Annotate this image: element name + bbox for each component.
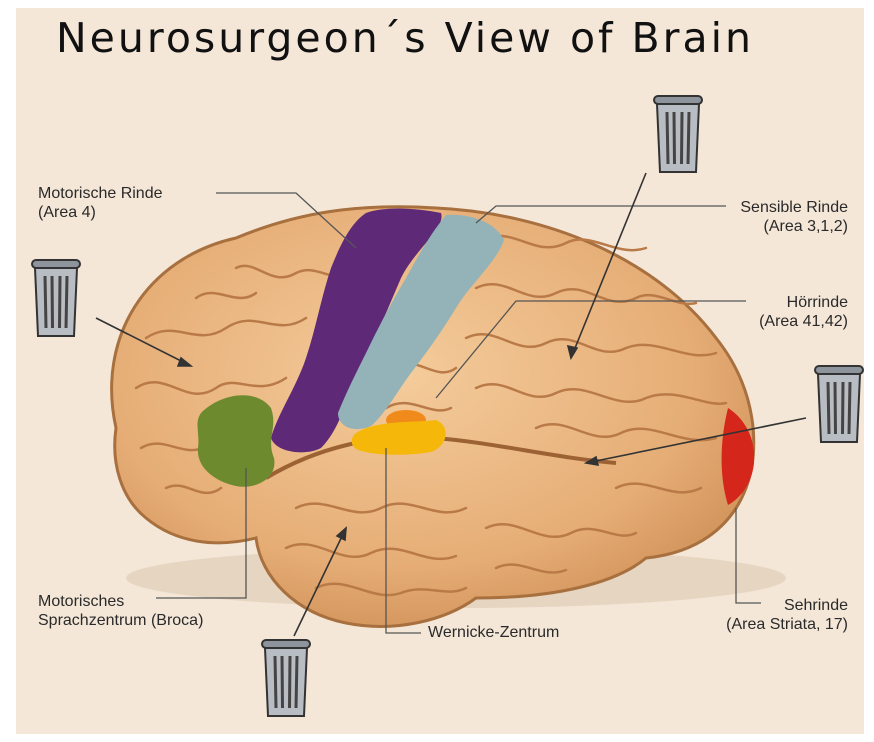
label-visual-cortex-line1: Sehrinde	[726, 596, 848, 615]
label-sensory-cortex-line1: Sensible Rinde	[740, 198, 848, 217]
label-sensory-cortex: Sensible Rinde (Area 3,1,2)	[740, 198, 848, 236]
label-motor-cortex-line1: Motorische Rinde	[38, 184, 163, 203]
label-auditory-cortex: Hörrinde (Area 41,42)	[759, 293, 848, 331]
label-visual-cortex: Sehrinde (Area Striata, 17)	[726, 596, 848, 634]
label-broca-line1: Motorisches	[38, 592, 203, 611]
label-broca-line2: Sprachzentrum (Broca)	[38, 611, 203, 630]
label-motor-cortex-line2: (Area 4)	[38, 203, 163, 222]
broca-area-region	[197, 395, 274, 486]
label-wernicke: Wernicke-Zentrum	[428, 623, 559, 642]
label-motor-cortex: Motorische Rinde (Area 4)	[38, 184, 163, 222]
trash-can-icon	[654, 96, 702, 172]
label-wernicke-line1: Wernicke-Zentrum	[428, 623, 559, 642]
label-auditory-cortex-line1: Hörrinde	[759, 293, 848, 312]
trash-can-icon	[815, 366, 863, 442]
trash-can-icon	[32, 260, 80, 336]
diagram-frame: Neurosurgeon´s View of Brain	[16, 8, 864, 734]
trash-can-icon	[262, 640, 310, 716]
label-broca: Motorisches Sprachzentrum (Broca)	[38, 592, 203, 630]
label-sensory-cortex-line2: (Area 3,1,2)	[740, 217, 848, 236]
label-visual-cortex-line2: (Area Striata, 17)	[726, 615, 848, 634]
label-auditory-cortex-line2: (Area 41,42)	[759, 312, 848, 331]
